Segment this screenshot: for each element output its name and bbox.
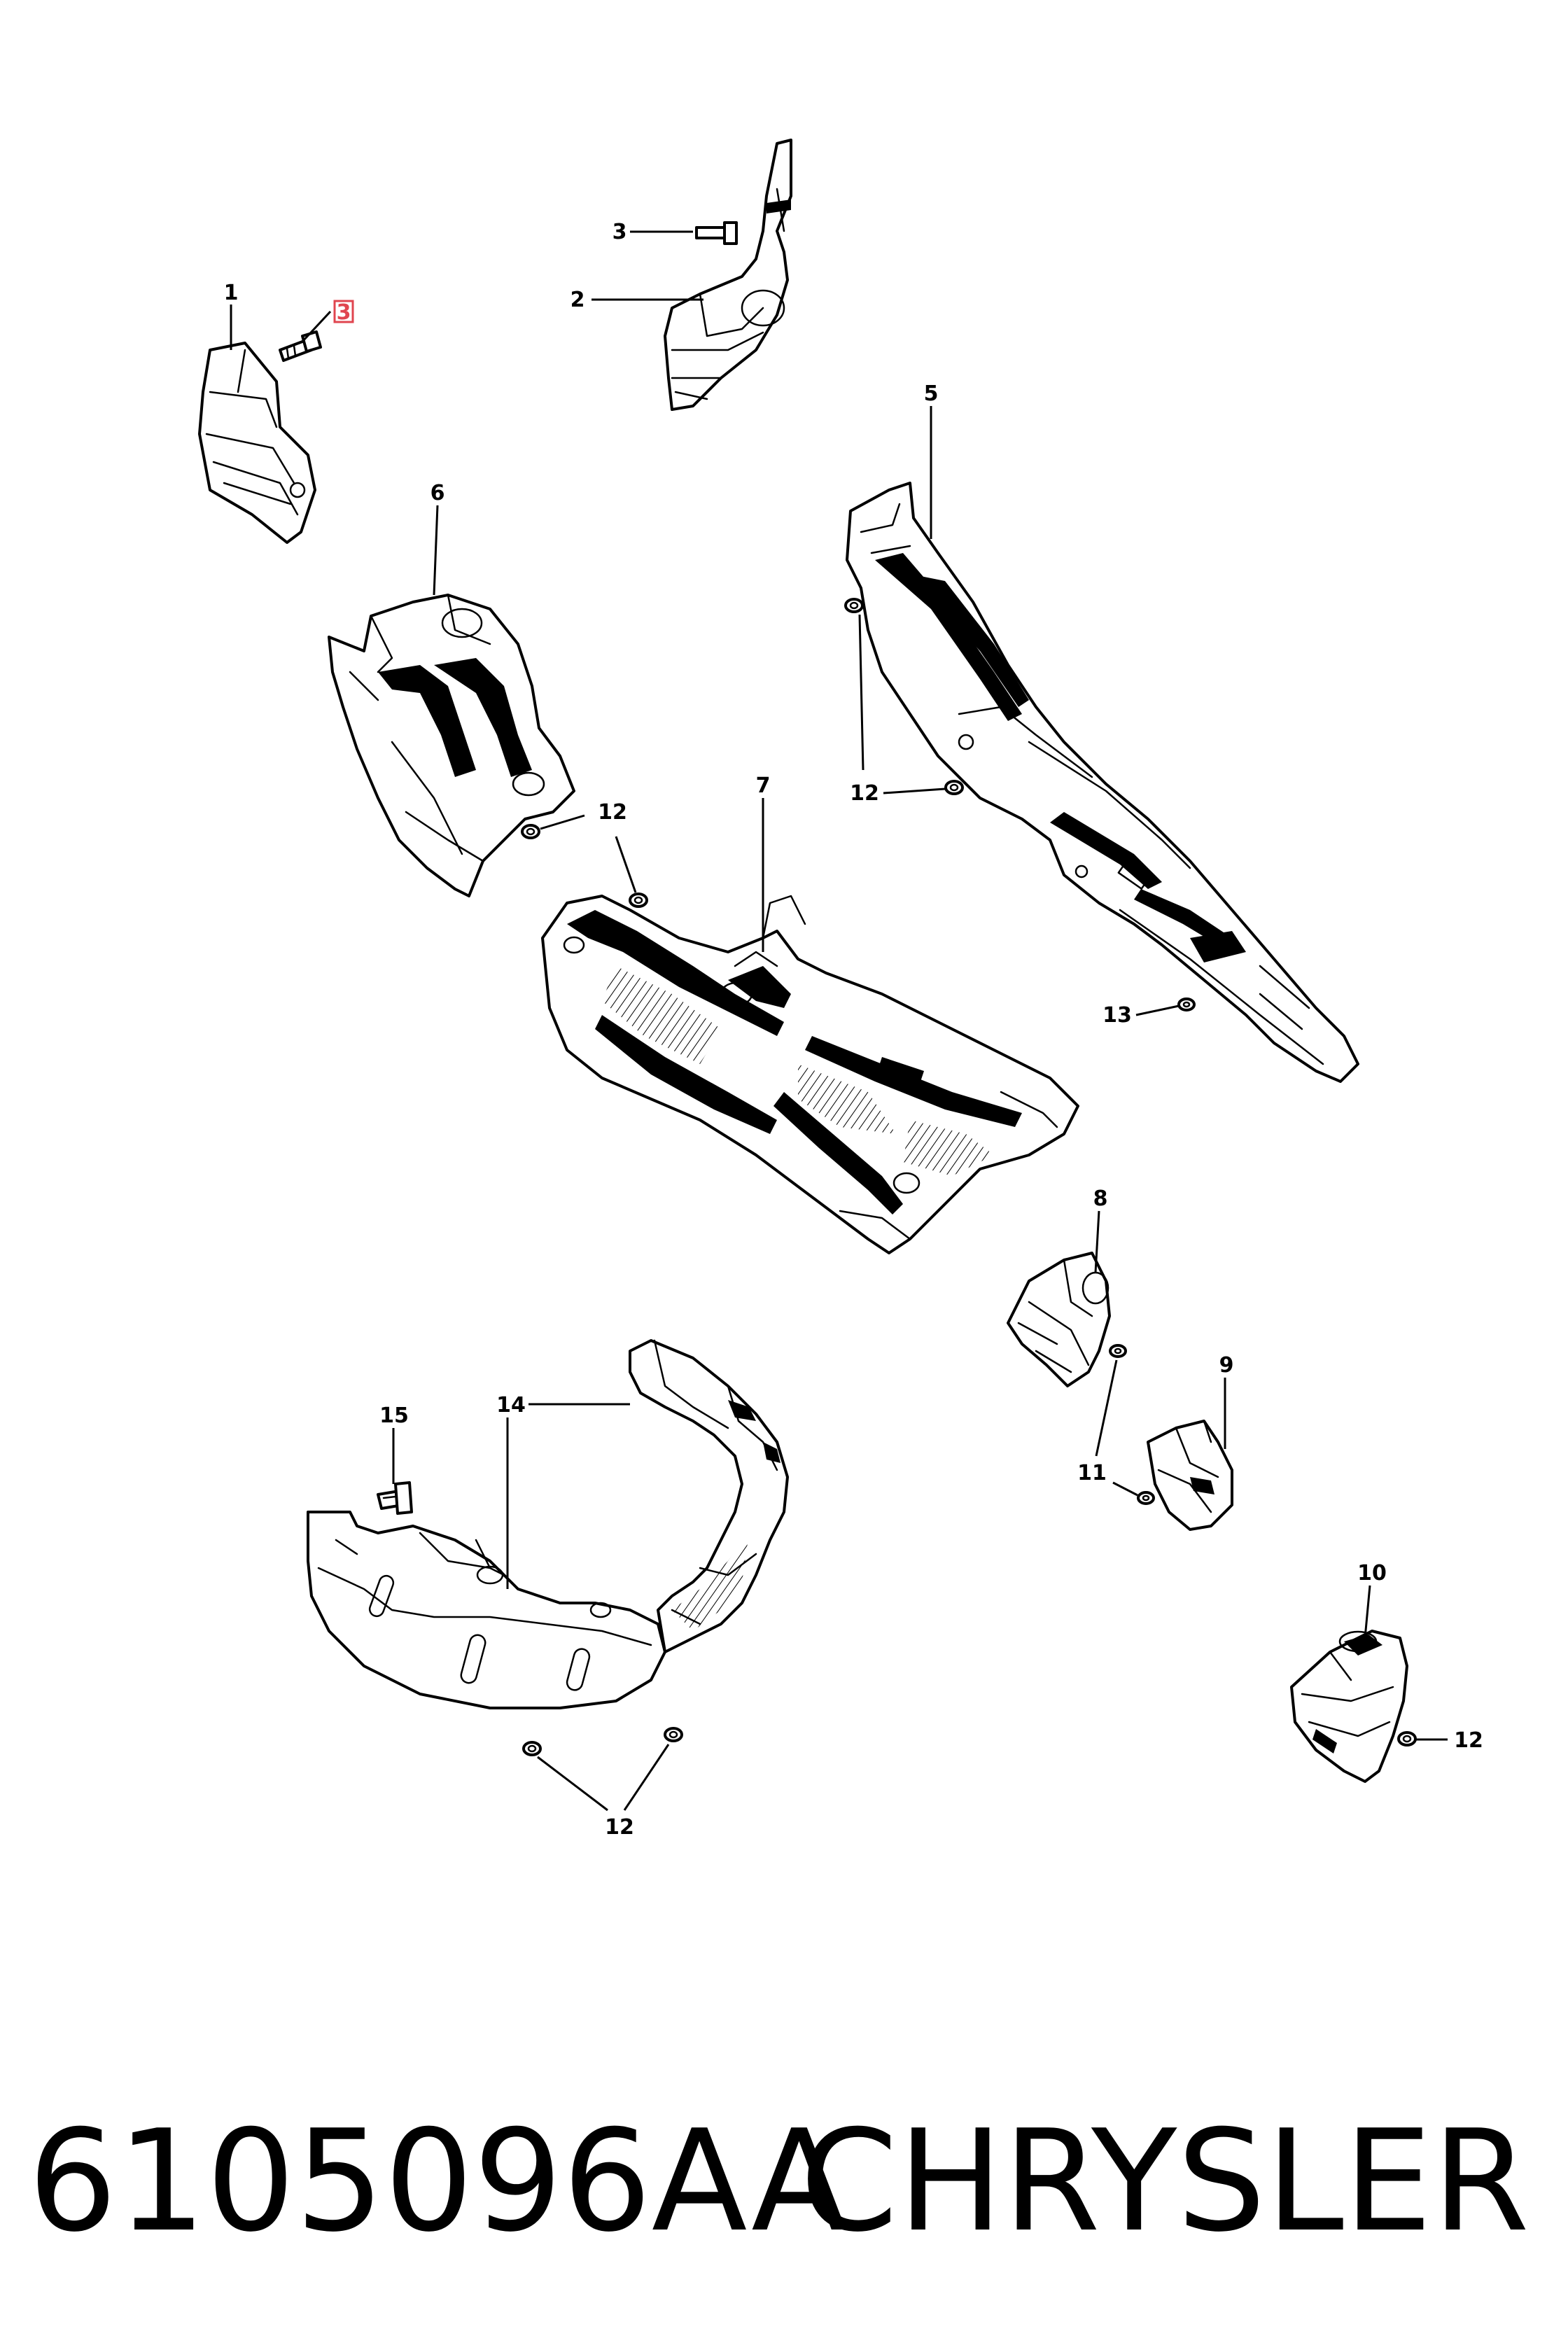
- callout-12-c: 12: [1454, 1728, 1483, 1753]
- leader-lines: [230, 230, 1448, 1812]
- heat-shield-part-5: [846, 482, 1359, 1083]
- callout-3-highlighted: 3: [337, 300, 351, 325]
- callout-3: 3: [612, 220, 627, 244]
- callout-12-b: 12: [850, 781, 879, 806]
- callout-14: 14: [496, 1393, 526, 1418]
- callout-9: 9: [1219, 1353, 1234, 1378]
- callout-5: 5: [924, 382, 939, 406]
- callout-2: 2: [570, 288, 585, 312]
- part-number: 6105096AA: [28, 2100, 847, 2263]
- callout-15: 15: [379, 1404, 409, 1428]
- callout-13: 13: [1102, 1003, 1132, 1028]
- callout-12-a: 12: [598, 800, 627, 825]
- nut-11: [1109, 1344, 1155, 1505]
- heat-shield-part-1: [198, 342, 316, 544]
- nut-13: [1177, 997, 1196, 1011]
- brand-name: CHRYSLER: [800, 2100, 1530, 2263]
- callout-6: 6: [430, 481, 445, 505]
- callout-10: 10: [1357, 1561, 1387, 1586]
- callout-1: 1: [224, 281, 239, 305]
- callout-11: 11: [1077, 1461, 1107, 1485]
- heat-shield-part-2: [664, 139, 792, 411]
- heat-shield-part-10: [1290, 1630, 1408, 1783]
- callout-labels: 1 3 3 2 5 6 12 7 12 13 8 9 11 10 12 15 1…: [224, 220, 1483, 1840]
- heat-shield-part-14: [307, 1339, 789, 1709]
- nut-12: [521, 598, 1417, 1756]
- heat-shield-part-9: [1147, 1420, 1233, 1531]
- heat-shield-part-8: [1007, 1252, 1111, 1387]
- heat-shield-part-6: [328, 594, 575, 897]
- callout-12-d: 12: [605, 1815, 634, 1840]
- callout-8: 8: [1093, 1186, 1108, 1211]
- callout-7: 7: [756, 774, 771, 798]
- fastener-15: [377, 1481, 413, 1515]
- bolt-3-top: [695, 221, 738, 245]
- highlight-box: [333, 300, 354, 323]
- heat-shield-part-7: [541, 895, 1079, 1254]
- bolt-3-left: [279, 330, 322, 362]
